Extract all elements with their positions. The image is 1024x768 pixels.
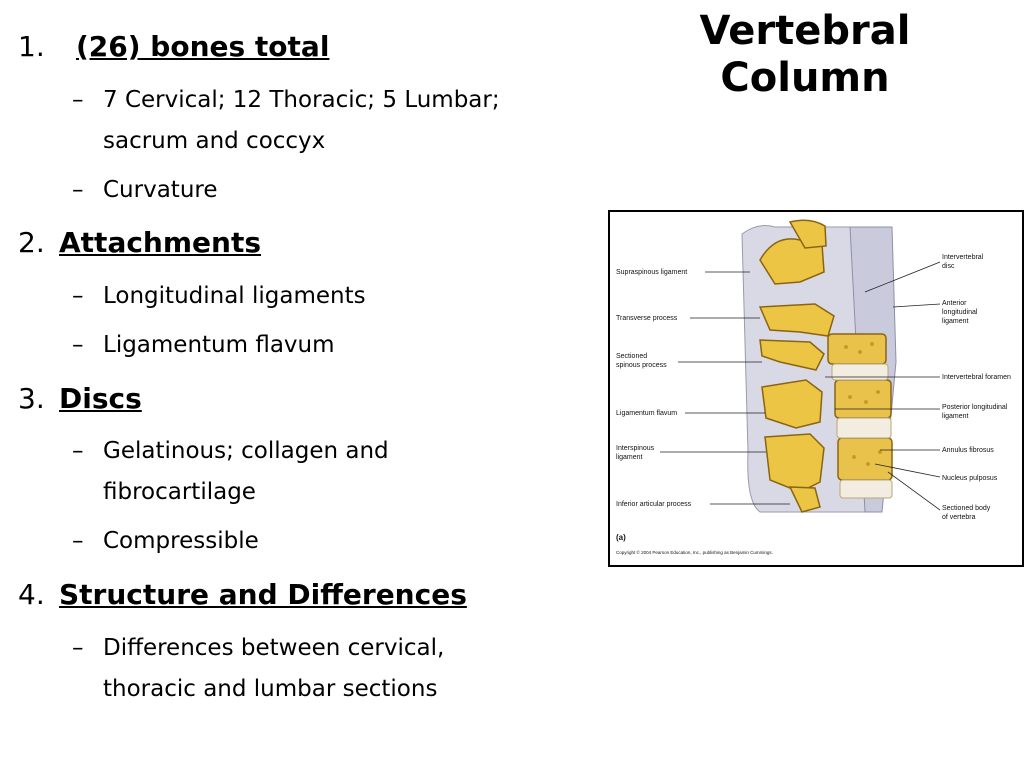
slide-title: Vertebral Column <box>660 8 950 102</box>
item-heading: Attachments <box>59 226 262 259</box>
item-number: 4. <box>18 578 45 611</box>
label-supraspinous-ligament: Supraspinous ligament <box>616 269 687 276</box>
label-inferior-articular-process: Inferior articular process <box>616 501 692 508</box>
subitem: – Longitudinal ligaments <box>72 276 592 317</box>
label-of-vertebra: of vertebra <box>942 514 976 521</box>
item-number: 2. <box>18 226 45 259</box>
outline-item-4: 4. Structure and Differences <box>18 578 467 612</box>
item-heading: (26) bones total <box>76 30 330 63</box>
spine-illustration: Supraspinous ligament Transverse process… <box>616 219 1011 555</box>
label-annulus-fibrosus: Annulus fibrosus <box>942 447 994 454</box>
subitem: – Differences between cervical, thoracic… <box>72 628 592 710</box>
vertebral-column-figure: Supraspinous ligament Transverse process… <box>608 210 1024 567</box>
label-posterior-longitudinal: Posterior longitudinal <box>942 404 1008 411</box>
outline-item-1: 1. (26) bones total <box>18 30 329 64</box>
label-disc: disc <box>942 263 955 270</box>
item-number: 1. <box>18 30 45 63</box>
subitem-text: 7 Cervical; 12 Thoracic; 5 Lumbar; sacru… <box>103 87 500 154</box>
label-ligament: ligament <box>616 454 643 461</box>
title-line-2: Column <box>720 55 890 101</box>
label-spinous-process: spinous process <box>616 362 667 369</box>
label-ligamentum-flavum: Ligamentum flavum <box>616 410 677 417</box>
copyright-text: Copyright © 2004 Pearson Education, Inc.… <box>616 549 773 555</box>
subitem-text: Differences between cervical, thoracic a… <box>103 635 445 702</box>
subitem-text: Longitudinal ligaments <box>103 283 366 309</box>
panel-label: (a) <box>616 533 626 542</box>
label-ligament: ligament <box>942 413 969 420</box>
subitem-text: Curvature <box>103 177 218 203</box>
subitem-text: Gelatinous; collagen and fibrocartilage <box>103 438 389 505</box>
title-line-1: Vertebral <box>699 8 911 54</box>
subitem: – Curvature <box>72 170 592 211</box>
subitem: – Compressible <box>72 521 592 562</box>
subitem-text: Ligamentum flavum <box>103 332 335 358</box>
label-interspinous: Interspinous <box>616 445 655 452</box>
outline-item-2: 2. Attachments <box>18 226 261 260</box>
label-transverse-process: Transverse process <box>616 315 678 322</box>
subitem: – 7 Cervical; 12 Thoracic; 5 Lumbar; sac… <box>72 80 592 162</box>
label-sectioned-body: Sectioned body <box>942 505 991 512</box>
item-heading: Structure and Differences <box>59 578 467 611</box>
label-anterior: Anterior <box>942 300 967 307</box>
item-heading: Discs <box>59 382 142 415</box>
item-number: 3. <box>18 382 45 415</box>
outline-item-3: 3. Discs <box>18 382 142 416</box>
subitem-text: Compressible <box>103 528 259 554</box>
subitem: – Ligamentum flavum <box>72 325 592 366</box>
label-ligament: ligament <box>942 318 969 325</box>
subitem: – Gelatinous; collagen and fibrocartilag… <box>72 431 592 513</box>
label-sectioned: Sectioned <box>616 353 647 360</box>
label-nucleus-pulposus: Nucleus pulposus <box>942 475 998 482</box>
label-intervertebral: Intervertebral <box>942 254 984 261</box>
label-longitudinal: longitudinal <box>942 309 978 316</box>
label-intervertebral-foramen: Intervertebral foramen <box>942 374 1011 381</box>
